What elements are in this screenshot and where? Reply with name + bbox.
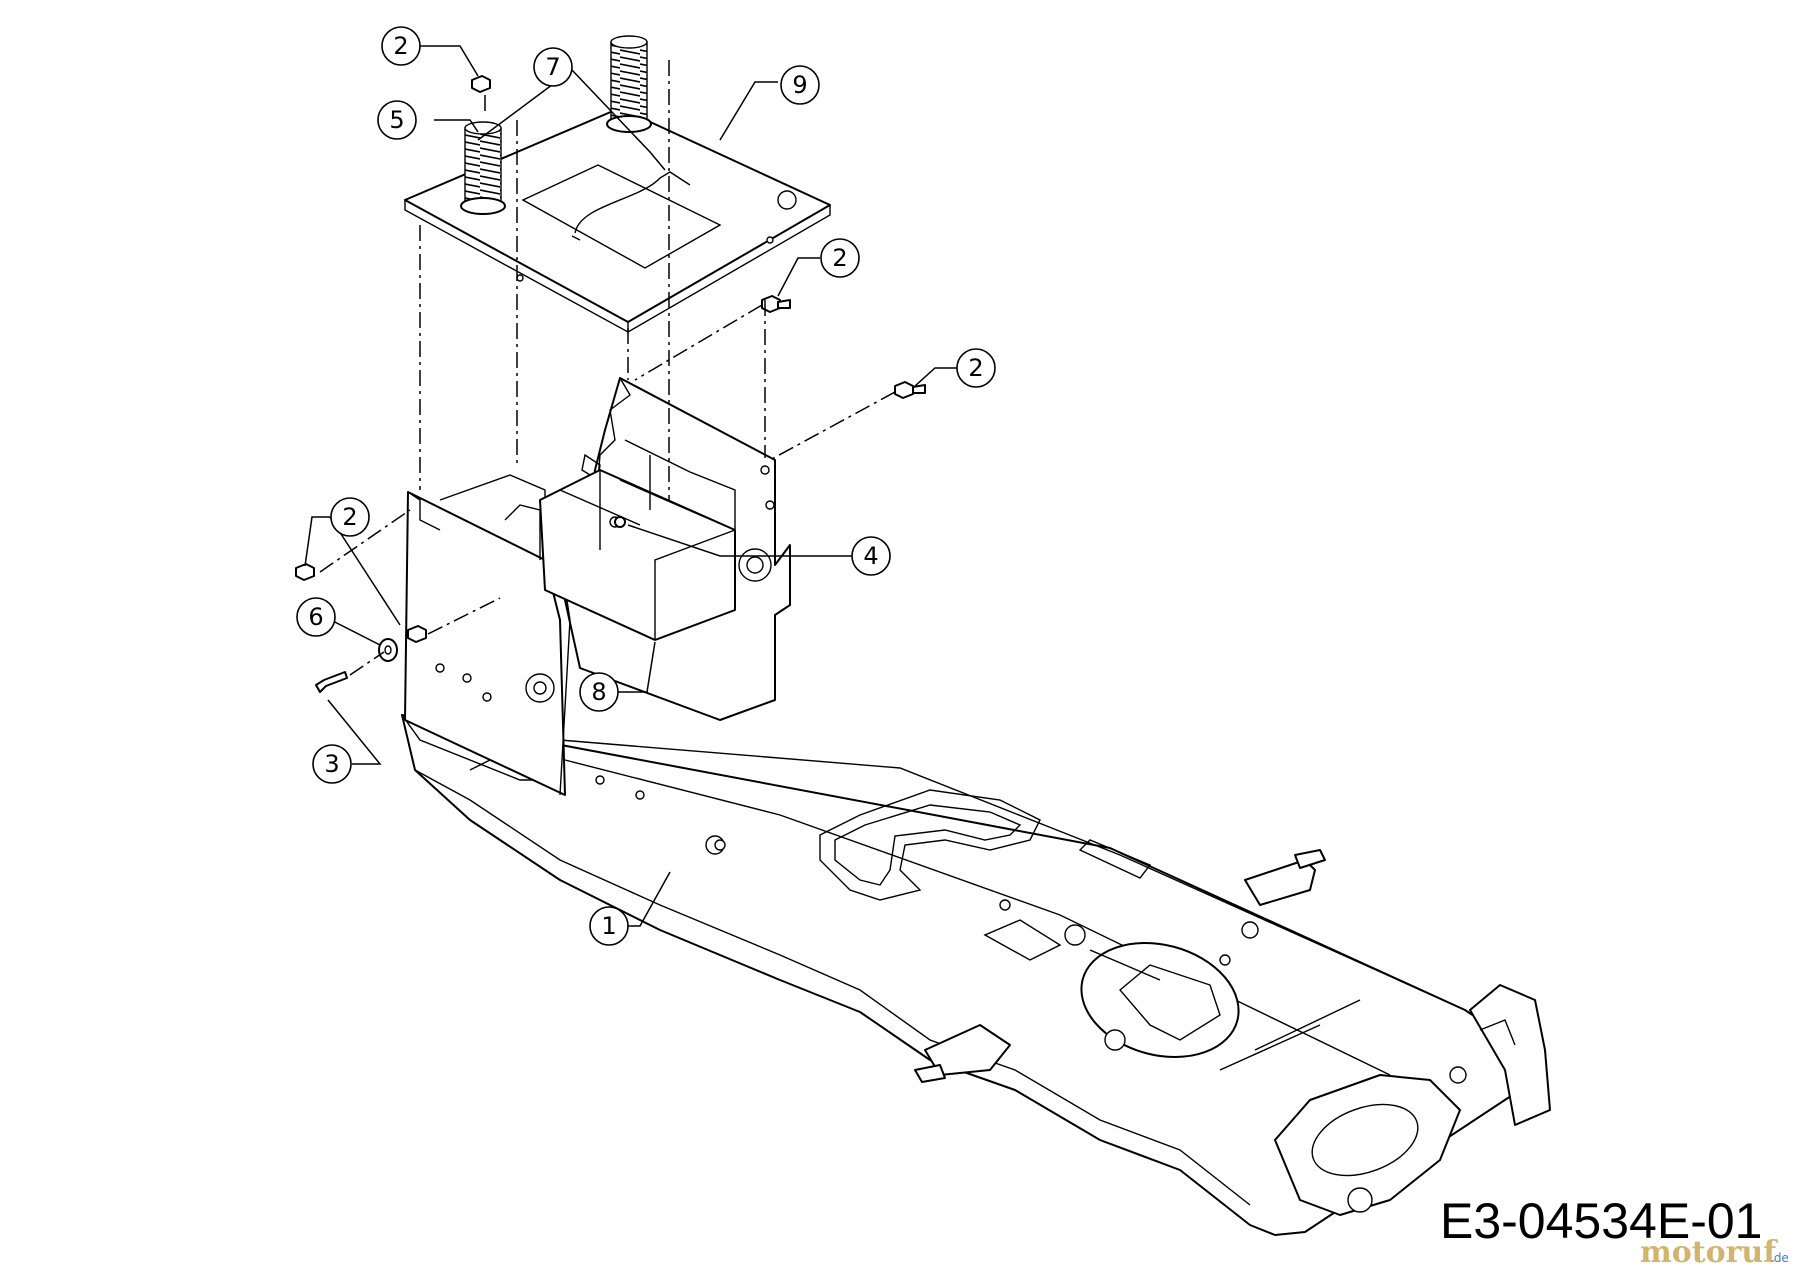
callout-2: 2 [820,238,860,278]
drawing-code: E3-04534E-01 [1440,1193,1762,1249]
callout-2: 2 [956,348,996,388]
callout-label: 7 [545,53,560,81]
front-side-plate [404,474,571,796]
callout-4: 4 [851,536,891,576]
callout-label: 2 [342,503,357,531]
callout-7: 7 [533,47,573,87]
callout-2: 2 [381,26,421,66]
callout-1: 1 [589,906,629,946]
assembly-lines [319,60,896,676]
callout-label: 6 [308,603,323,631]
callout-3: 3 [312,744,352,784]
callout-8: 8 [579,672,619,712]
callout-label: 5 [389,106,404,134]
battery-tray [539,439,736,641]
callout-5: 5 [377,100,417,140]
callout-label: 2 [968,354,983,382]
callout-label: 4 [863,542,878,570]
callout-label: 1 [601,912,616,940]
callout-label: 2 [393,32,408,60]
callout-label: 3 [324,750,339,778]
spring-rear [606,35,652,133]
callout-label: 2 [832,244,847,272]
watermark: motoruf [1640,1235,1778,1270]
hardware [295,75,926,693]
callout-2: 2 [330,497,370,537]
callout-label: 8 [591,678,606,706]
main-frame [401,714,1551,1236]
watermark-suffix: .de [1770,1251,1789,1265]
callout-label: 9 [792,71,807,99]
callout-9: 9 [780,65,820,105]
callout-6: 6 [296,597,336,637]
seat-plate [404,107,831,334]
